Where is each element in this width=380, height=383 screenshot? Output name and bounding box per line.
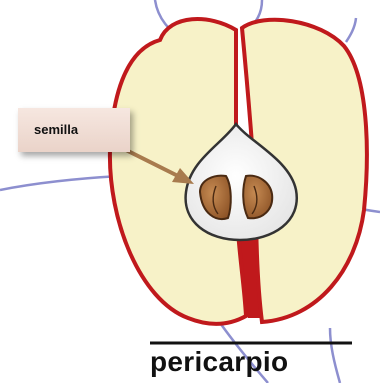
pericarp-label: pericarpio — [150, 346, 288, 378]
seed-label: semilla — [34, 122, 78, 137]
seed-label-box: semilla — [18, 108, 130, 152]
